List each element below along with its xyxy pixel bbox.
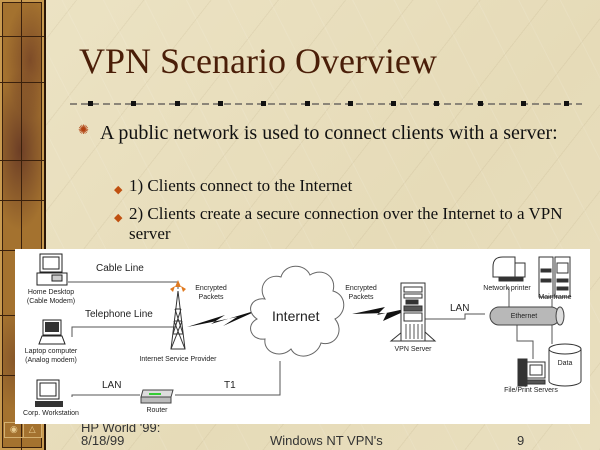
- divider-marker: [131, 101, 137, 106]
- sub-bullet-text: 1) Clients connect to the Internet: [129, 176, 353, 195]
- vpn-server-icon: [389, 282, 437, 342]
- divider-marker: [347, 101, 353, 106]
- isp-label: Internet Service Provider: [139, 356, 217, 363]
- triangle-icon[interactable]: △: [28, 425, 36, 435]
- divider-marker: [521, 101, 526, 106]
- ethernet-label: Ethernet: [510, 313, 538, 320]
- lan-right-label: LAN: [450, 303, 470, 314]
- workstation-label: Corp. Workstation: [23, 410, 79, 417]
- divider-marker: [477, 101, 483, 106]
- divider-marker: [217, 101, 223, 106]
- t1-label: T1: [224, 380, 236, 391]
- file-print-server-icon: [517, 358, 546, 387]
- laptop-icon: [38, 319, 66, 345]
- cable-line-label: Cable Line: [96, 263, 144, 274]
- workstation-icon: [35, 379, 63, 407]
- title-divider: [70, 101, 582, 107]
- t1-link: [175, 361, 281, 396]
- bullet-item: ✺ A public network is used to connect cl…: [78, 122, 584, 144]
- sub-bullet-item: ◆ 1) Clients connect to the Internet: [114, 176, 586, 196]
- sub-bullet-item: ◆ 2) Clients create a secure connection …: [114, 204, 586, 244]
- network-printer-icon: [492, 256, 526, 282]
- footer-page-number: 9: [517, 433, 525, 448]
- divider-marker: [564, 101, 570, 106]
- lan-left-link: [71, 394, 140, 397]
- diamond-bullet-icon: ◆: [114, 212, 123, 224]
- divider-marker: [391, 101, 397, 106]
- desktop-computer-icon: [36, 253, 68, 286]
- star-bullet-icon: ✺: [78, 122, 89, 137]
- slide-title: VPN Scenario Overview: [79, 41, 437, 81]
- vpn-network-diagram: Home Desktop(Cable Modem) Laptop compute…: [15, 249, 590, 424]
- telephone-line-link: [71, 326, 175, 337]
- mainframe-label: Mainframe: [538, 294, 572, 301]
- laptop-label: Laptop computer(Analog modem): [24, 348, 78, 364]
- file-print-servers-label: File/Print Servers: [504, 387, 558, 394]
- action-icon[interactable]: ◉: [5, 423, 24, 437]
- home-desktop-label: Home Desktop(Cable Modem): [26, 289, 76, 305]
- sub-bullet-text: 2) Clients create a secure connection ov…: [129, 204, 563, 243]
- ethernet-bus-icon: [489, 306, 565, 326]
- cable-line-link: [68, 281, 179, 289]
- router-label: Router: [146, 407, 168, 414]
- encrypted-link-right-icon: [352, 307, 414, 321]
- footer-date: 8/18/99: [81, 433, 125, 448]
- bullet-text: A public network is used to connect clie…: [100, 122, 558, 144]
- divider-marker: [174, 101, 180, 106]
- divider-marker: [261, 101, 267, 106]
- footer-title: Windows NT VPN's: [270, 433, 383, 448]
- divider-marker: [304, 101, 310, 106]
- divider-marker: [434, 101, 440, 106]
- lan-left-label: LAN: [102, 380, 122, 391]
- network-printer-label: Network printer: [483, 285, 531, 292]
- diamond-bullet-icon: ◆: [114, 184, 123, 196]
- signal-icon: [170, 280, 186, 292]
- data-label: Data: [557, 360, 573, 367]
- isp-tower-icon: [170, 290, 186, 350]
- divider-marker: [88, 101, 93, 106]
- vpn-server-label: VPN Server: [394, 346, 432, 353]
- telephone-line-label: Telephone Line: [85, 309, 153, 320]
- data-storage-icon: [548, 343, 582, 387]
- internet-cloud-icon: [250, 265, 345, 357]
- mainframe-icon: [538, 256, 571, 298]
- lan-right-link: [425, 313, 485, 320]
- internet-label: Internet: [272, 308, 320, 324]
- router-icon: [140, 389, 174, 404]
- encrypted-link-left-icon: [187, 309, 261, 327]
- slide-nav-buttons[interactable]: ◉ △: [4, 422, 42, 438]
